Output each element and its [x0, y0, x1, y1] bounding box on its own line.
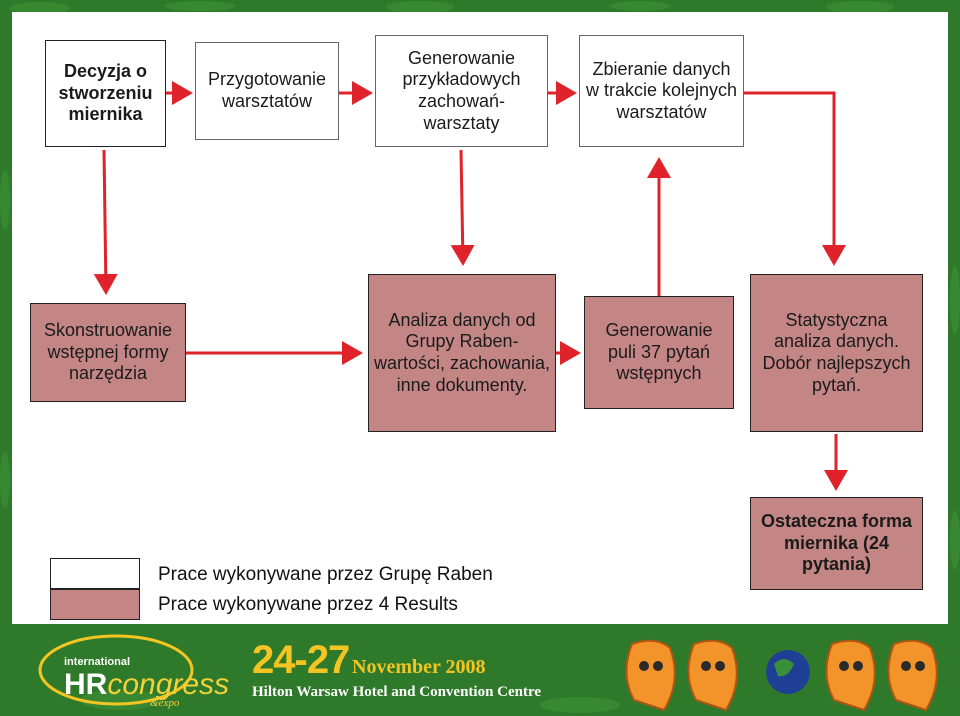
- event-dates: 24-27: [252, 638, 350, 682]
- logo-hr-text: HR: [64, 668, 108, 701]
- box-generate-pool: Generowanie puli 37 pytań wstępnych: [584, 296, 734, 409]
- legend-label-white: Prace wykonywane przez Grupę Raben: [158, 564, 493, 585]
- legend-swatch-pink: [50, 589, 140, 620]
- logo-hrcongress-text: HRcongress: [64, 668, 229, 702]
- box-final-form: Ostateczna forma miernika (24 pytania): [750, 497, 923, 590]
- box-statistics: Statystyczna analiza danych. Dobór najle…: [750, 274, 923, 432]
- event-month: November 2008: [352, 656, 486, 678]
- event-venue: Hilton Warsaw Hotel and Convention Centr…: [252, 684, 542, 700]
- box-generate-examples: Generowanie przykładowych zachowań- wars…: [375, 35, 548, 147]
- box-collect-data: Zbieranie danych w trakcie kolejnych war…: [579, 35, 744, 147]
- hr-congress-logo-icon: [38, 634, 194, 706]
- faces-and-globe-icon: [625, 639, 938, 712]
- box-analysis: Analiza danych od Grupy Raben- wartości,…: [368, 274, 556, 432]
- logo-expo-text: &expo: [150, 697, 180, 709]
- logo-international-text: international: [64, 656, 131, 668]
- box-construct-tool: Skonstruowanie wstępnej formy narzędzia: [30, 303, 186, 402]
- legend-swatch-white: [50, 558, 140, 589]
- box-decision: Decyzja o stworzeniu miernika: [45, 40, 166, 147]
- legend-label-pink: Prace wykonywane przez 4 Results: [158, 594, 458, 615]
- box-preparation: Przygotowanie warsztatów: [195, 42, 339, 140]
- logo-congress-text: congress: [107, 668, 230, 701]
